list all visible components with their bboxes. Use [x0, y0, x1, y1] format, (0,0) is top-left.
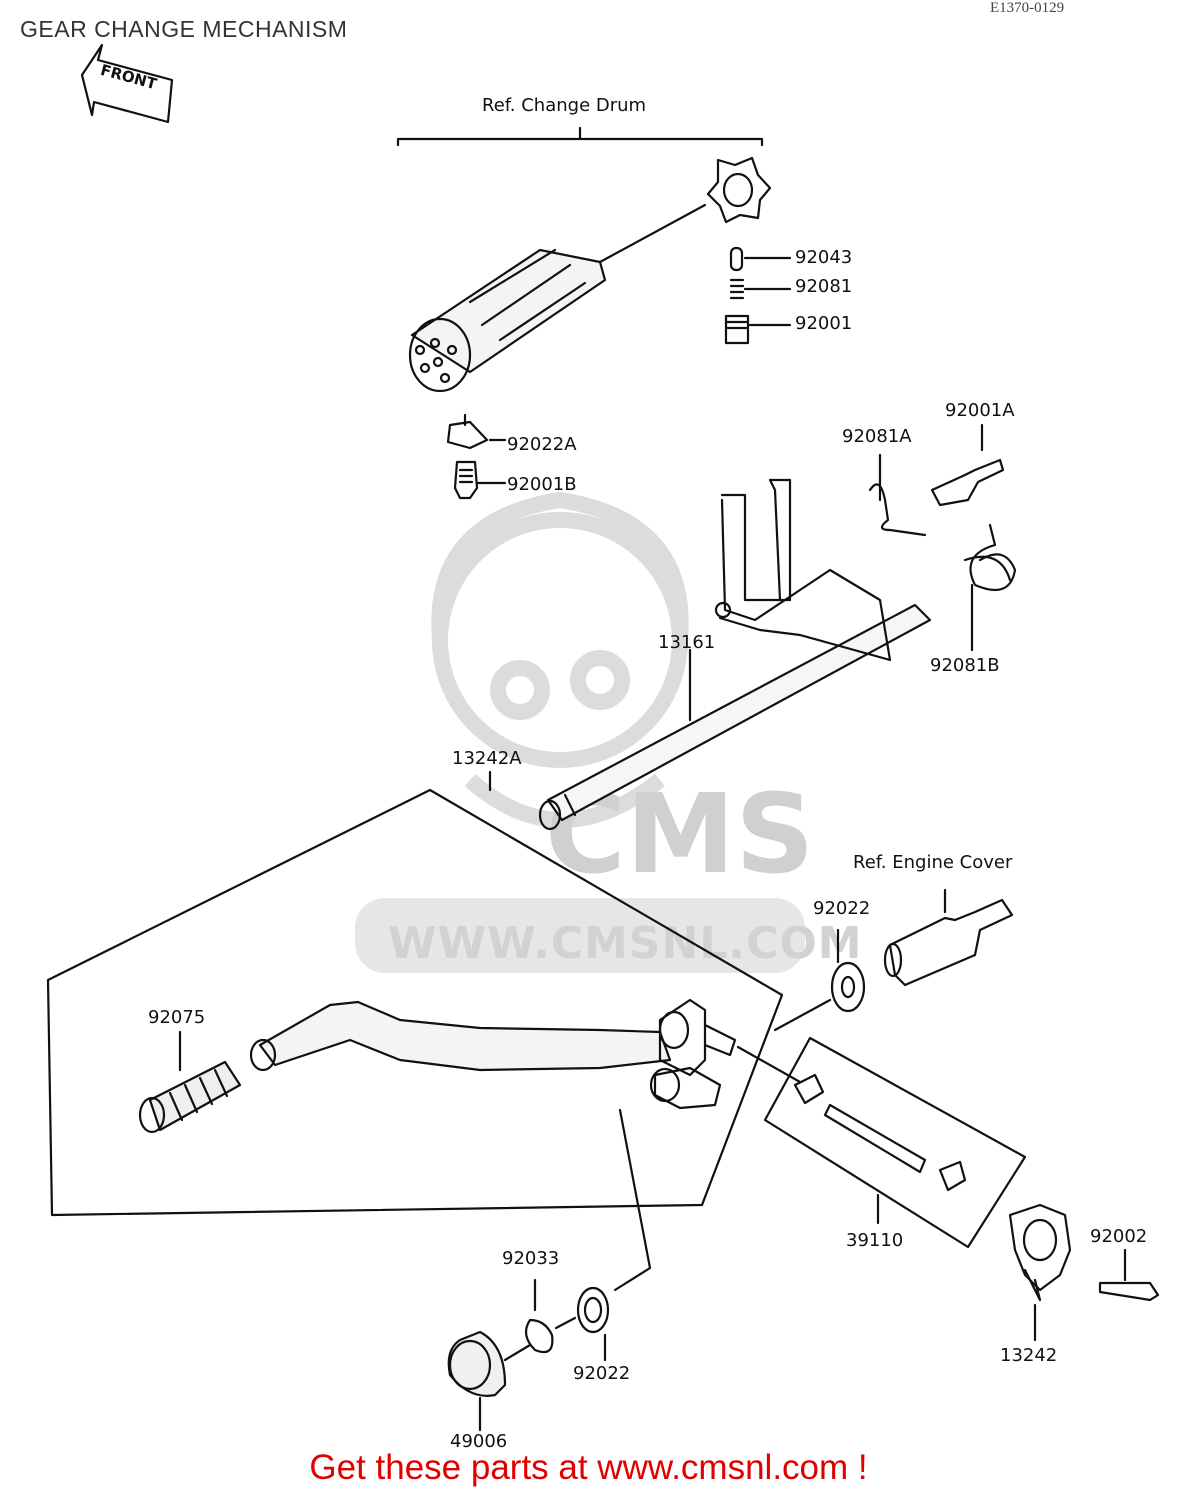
- part-label-92022-lower[interactable]: 92022: [573, 1363, 631, 1384]
- part-label-92075[interactable]: 92075: [148, 1007, 206, 1028]
- part-label-13242A[interactable]: 13242A: [452, 748, 522, 769]
- change-drum: [408, 203, 707, 393]
- front-arrow-icon: [80, 43, 174, 124]
- part-label-92043[interactable]: 92043: [795, 247, 853, 268]
- part-label-39110[interactable]: 39110: [846, 1230, 904, 1251]
- pedal-assembly-outline: [46, 788, 784, 1217]
- part-label-92081A[interactable]: 92081A: [842, 426, 912, 447]
- part-label-49006[interactable]: 49006: [450, 1431, 508, 1452]
- part-label-92022A[interactable]: 92022A: [507, 434, 577, 455]
- part-label-92002[interactable]: 92002: [1090, 1226, 1148, 1247]
- footer-link[interactable]: Get these parts at www.cmsnl.com !: [309, 1448, 868, 1487]
- change-drum-bracket: [396, 126, 764, 147]
- page-title: GEAR CHANGE MECHANISM: [20, 16, 348, 42]
- diagram-code: E1370-0129: [990, 0, 1065, 16]
- part-label-92001[interactable]: 92001: [795, 313, 853, 334]
- part-label-92022-upper[interactable]: 92022: [813, 898, 871, 919]
- engine-cover-stud: [888, 898, 1014, 987]
- part-label-92001A[interactable]: 92001A: [945, 400, 1015, 421]
- change-drum-star-plate: [706, 156, 772, 224]
- part-label-13242[interactable]: 13242: [1000, 1345, 1058, 1366]
- gear-pedal: [249, 998, 737, 1110]
- watermark-url-text: WWW.CMSNL.COM: [388, 918, 863, 969]
- ref-change-drum-label: Ref. Change Drum: [482, 95, 647, 116]
- part-label-92081[interactable]: 92081: [795, 276, 853, 297]
- part-label-92001B[interactable]: 92001B: [507, 474, 577, 495]
- shift-shaft: [538, 478, 932, 831]
- part-label-13161[interactable]: 13161: [658, 632, 716, 653]
- ref-engine-cover-label: Ref. Engine Cover: [853, 852, 1013, 873]
- part-label-92081B[interactable]: 92081B: [930, 655, 1000, 676]
- tie-rod-box: [763, 1036, 1027, 1249]
- part-label-92033[interactable]: 92033: [502, 1248, 560, 1269]
